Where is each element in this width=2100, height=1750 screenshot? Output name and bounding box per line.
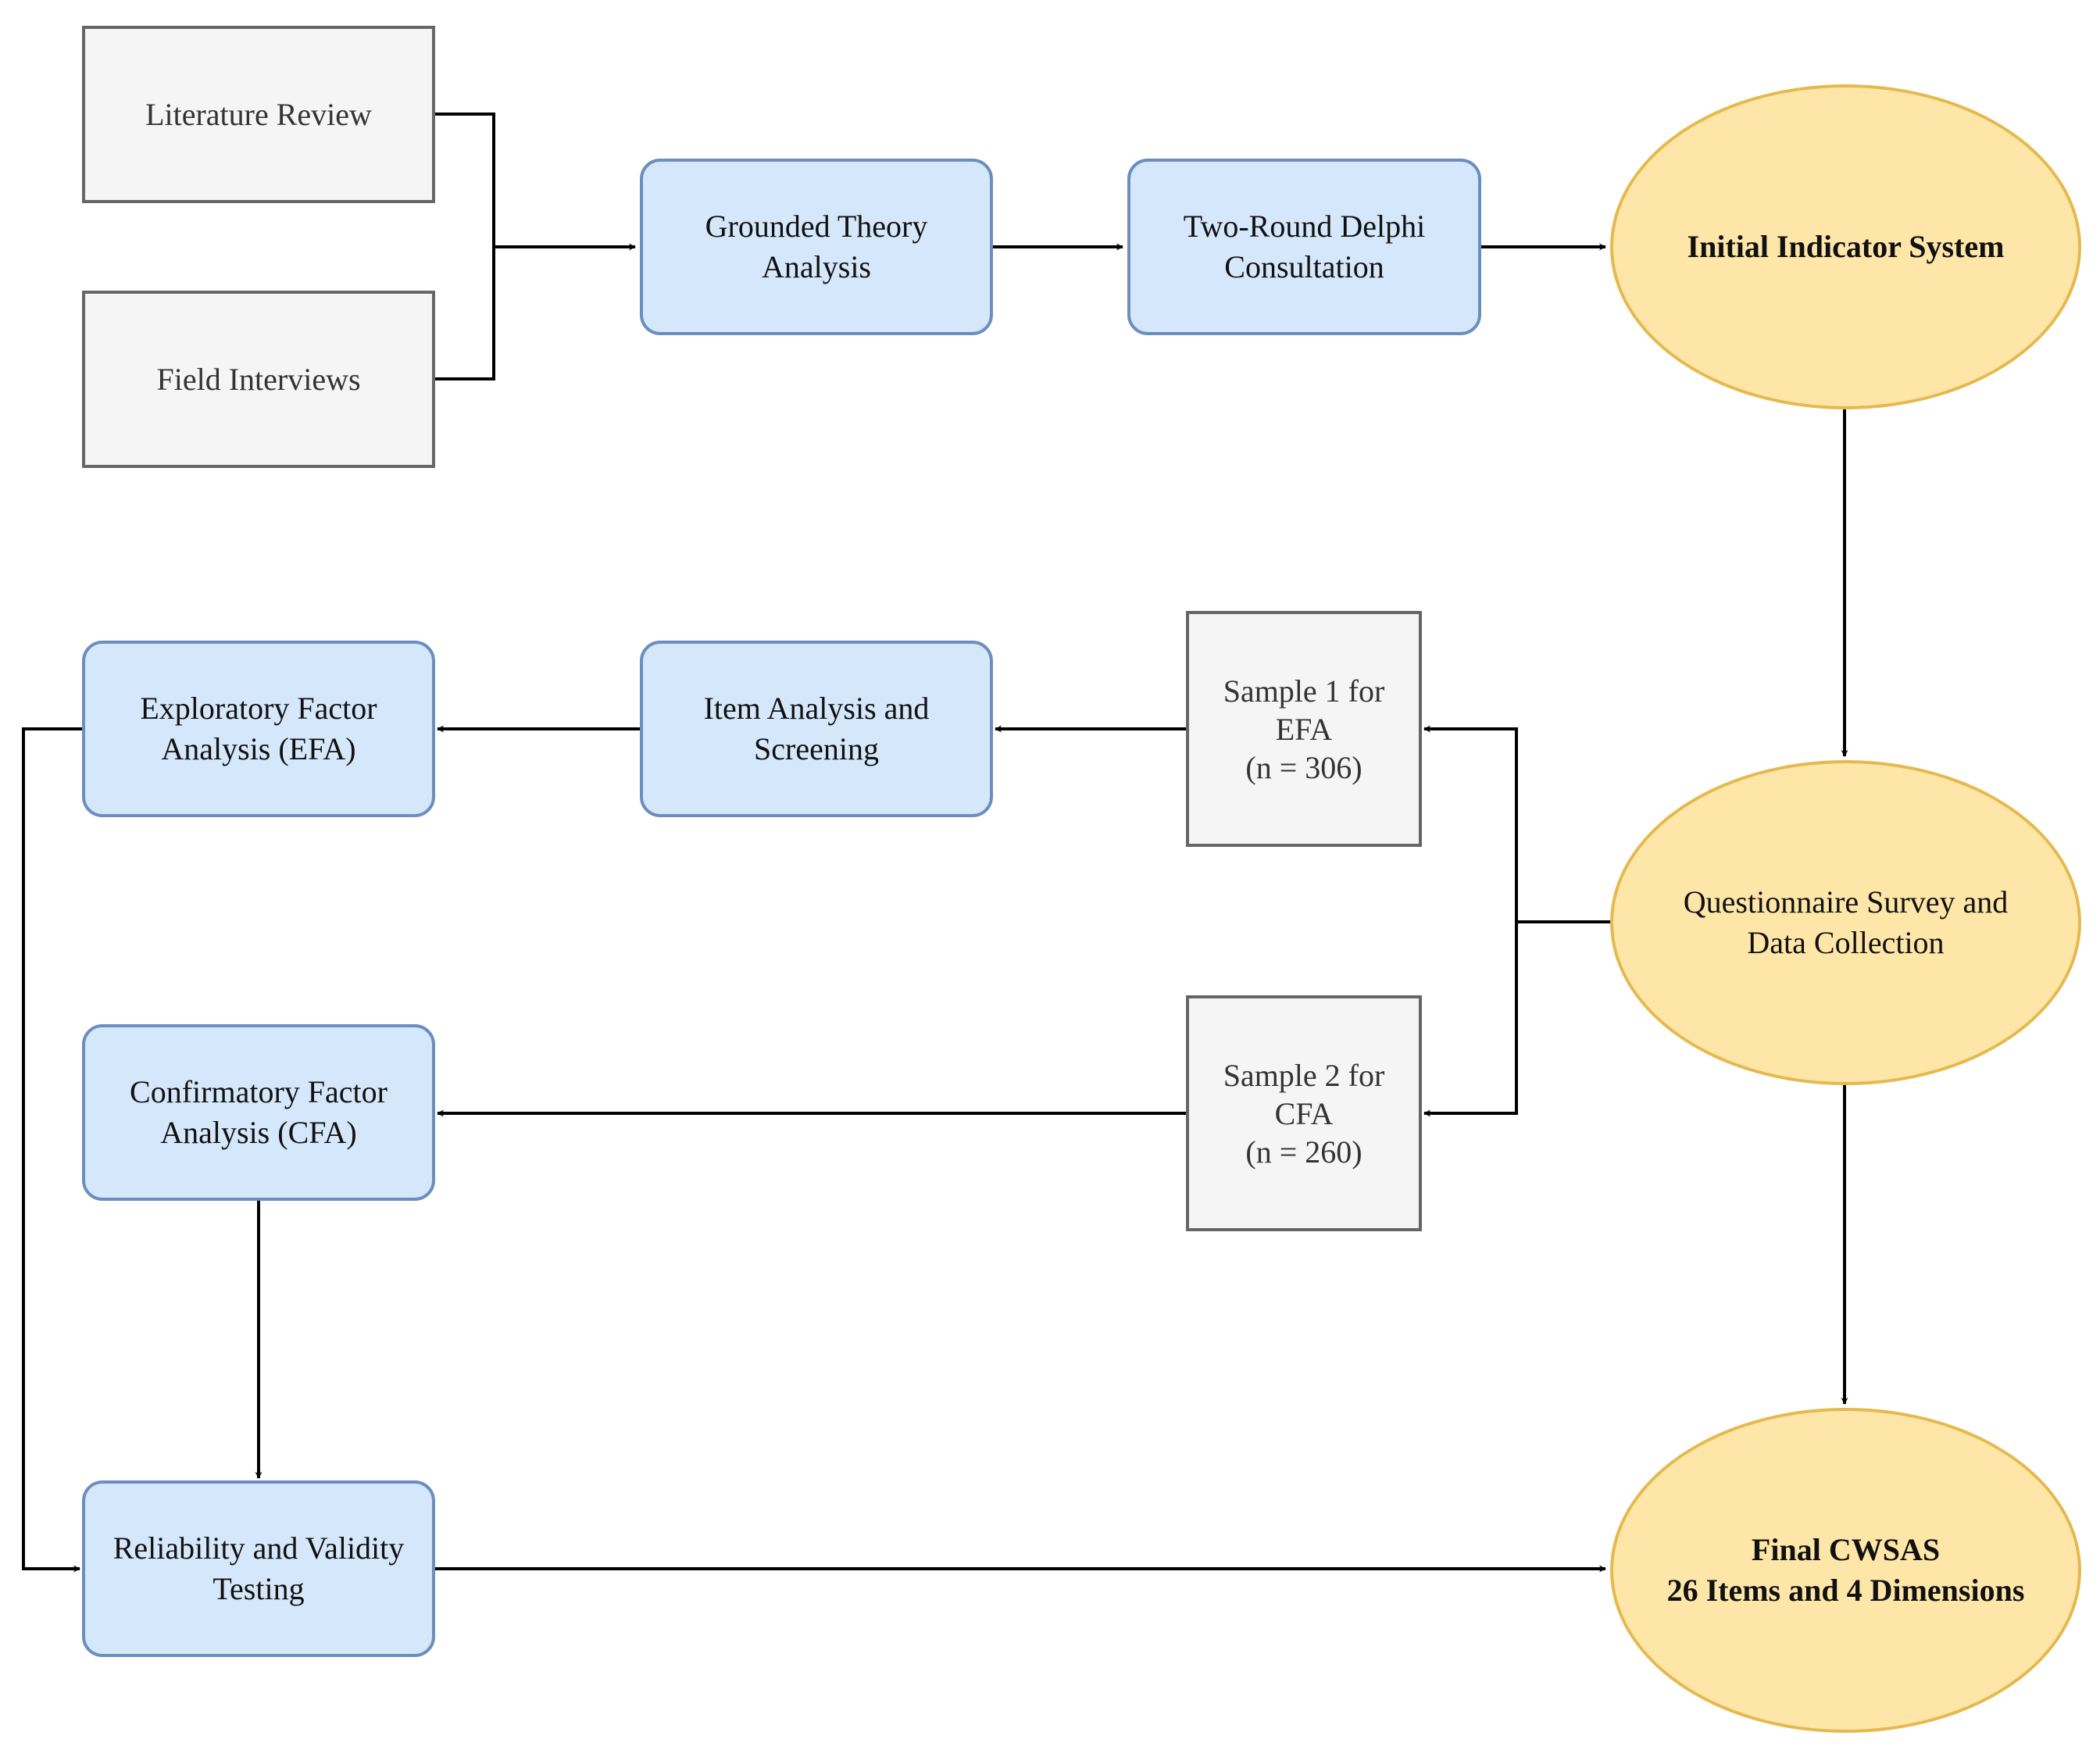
- delphi-consultation-label: Two-Round Delphi Consultation: [1183, 209, 1426, 284]
- final-cwsas-ellipse: Final CWSAS 26 Items and 4 Dimensions: [1610, 1408, 2081, 1733]
- literature-review-box: Literature Review: [82, 26, 435, 203]
- delphi-consultation-box: Two-Round Delphi Consultation: [1127, 159, 1481, 335]
- reliability-validity-label: Reliability and Validity Testing: [112, 1530, 405, 1606]
- cfa-box: Confirmatory Factor Analysis (CFA): [82, 1024, 435, 1201]
- sample1-box: Sample 1 for EFA (n = 306): [1186, 611, 1422, 847]
- arrow-efa-to-reliability: [22, 727, 82, 1573]
- grounded-theory-box: Grounded Theory Analysis: [640, 159, 993, 335]
- item-analysis-box: Item Analysis and Screening: [640, 641, 993, 817]
- questionnaire-label: Questionnaire Survey and Data Collection: [1683, 884, 2009, 960]
- field-interviews-box: Field Interviews: [82, 291, 435, 468]
- efa-label: Exploratory Factor Analysis (EFA): [140, 691, 377, 766]
- initial-indicator-ellipse: Initial Indicator System: [1610, 84, 2081, 409]
- connector-literature-merge: [435, 112, 495, 247]
- cfa-label: Confirmatory Factor Analysis (CFA): [130, 1074, 388, 1150]
- initial-indicator-label: Initial Indicator System: [1687, 229, 2005, 264]
- connector-interviews-merge: [435, 247, 495, 380]
- reliability-validity-box: Reliability and Validity Testing: [82, 1480, 435, 1657]
- questionnaire-ellipse: Questionnaire Survey and Data Collection: [1610, 760, 2081, 1085]
- item-analysis-label: Item Analysis and Screening: [703, 691, 930, 766]
- arrow-to-sample2: [1423, 922, 1518, 1117]
- final-cwsas-label: Final CWSAS 26 Items and 4 Dimensions: [1666, 1532, 2025, 1608]
- literature-review-label: Literature Review: [145, 96, 372, 132]
- field-interviews-label: Field Interviews: [156, 361, 361, 397]
- sample1-label: Sample 1 for EFA (n = 306): [1223, 673, 1385, 785]
- efa-box: Exploratory Factor Analysis (EFA): [82, 641, 435, 817]
- arrow-to-sample1: [1423, 725, 1518, 922]
- sample2-box: Sample 2 for CFA (n = 260): [1186, 995, 1422, 1231]
- sample2-label: Sample 2 for CFA (n = 260): [1223, 1057, 1385, 1170]
- grounded-theory-label: Grounded Theory Analysis: [705, 209, 928, 284]
